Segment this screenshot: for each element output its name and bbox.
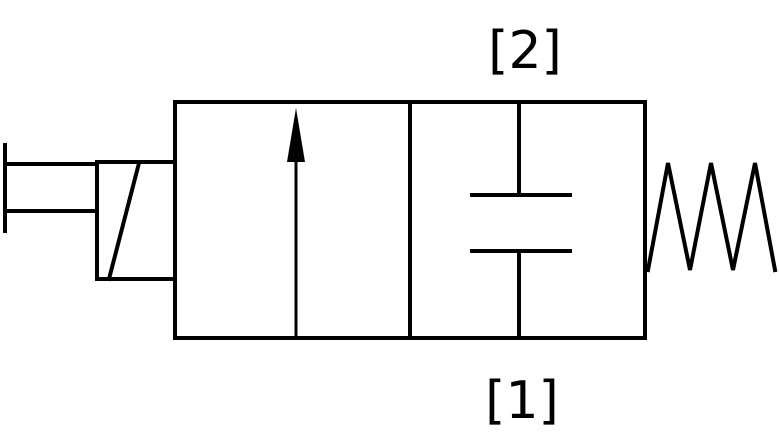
manual-plunger — [3, 143, 99, 233]
arrow-up-icon — [287, 108, 305, 162]
spring-return-icon — [645, 162, 778, 273]
port-label-bottom: [1] — [485, 371, 559, 431]
closed-position-blocked-ports — [470, 100, 572, 340]
open-position-flow-arrow — [287, 108, 305, 338]
solenoid-actuator — [95, 160, 177, 282]
port-label-top: [2] — [488, 21, 562, 81]
solenoid-box — [95, 160, 177, 281]
valve-body — [173, 100, 647, 340]
solenoid-coil-diagonal — [106, 160, 142, 282]
